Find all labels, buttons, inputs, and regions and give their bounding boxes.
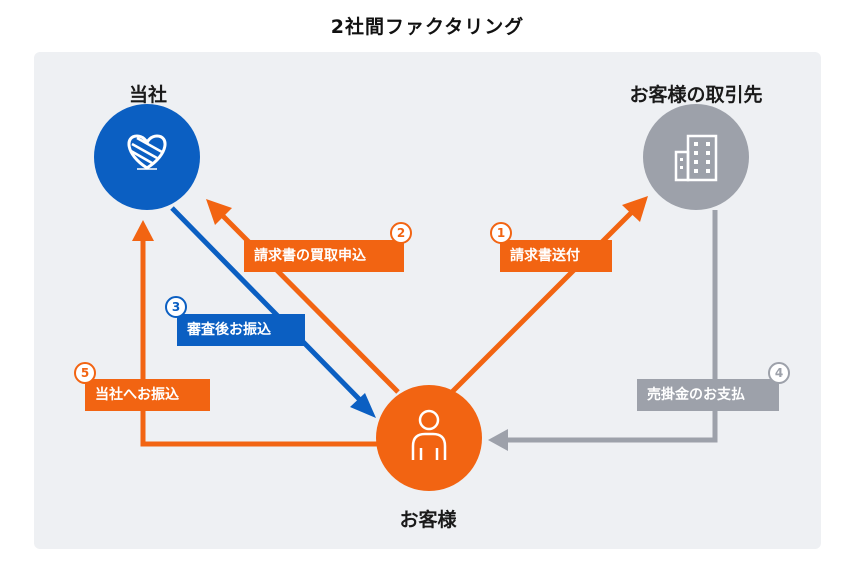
person-icon (411, 409, 447, 460)
arrow-customer-to-company (206, 199, 400, 394)
step-3-label: 審査後お振込 (177, 314, 305, 346)
arrow-customer-to-client (450, 196, 648, 394)
step-5-badge: 5 (74, 362, 96, 384)
client-label: お客様の取引先 (629, 84, 763, 106)
step-3-badge: 3 (165, 296, 187, 318)
heart-logo-icon (127, 134, 167, 170)
arrow-customer-to-company-payment (132, 220, 377, 447)
diagram-title: 2社間ファクタリング (330, 16, 525, 38)
customer-node (376, 385, 482, 491)
arrow-company-to-customer (170, 206, 376, 418)
step-5-label: 当社へお振込 (85, 379, 210, 411)
step-1-badge: 1 (490, 222, 512, 244)
company-node (94, 104, 200, 210)
building-icon (674, 134, 718, 182)
company-label: 当社 (128, 84, 168, 106)
step-2-badge: 2 (390, 222, 412, 244)
arrow-client-to-customer (488, 210, 718, 451)
step-4-badge: 4 (768, 362, 790, 384)
customer-label: お客様 (399, 509, 457, 531)
step-2-label: 請求書の買取申込 (244, 240, 404, 272)
step-1-label: 請求書送付 (500, 240, 612, 272)
step-4-label: 売掛金のお支払 (637, 379, 779, 411)
client-node (643, 104, 749, 210)
